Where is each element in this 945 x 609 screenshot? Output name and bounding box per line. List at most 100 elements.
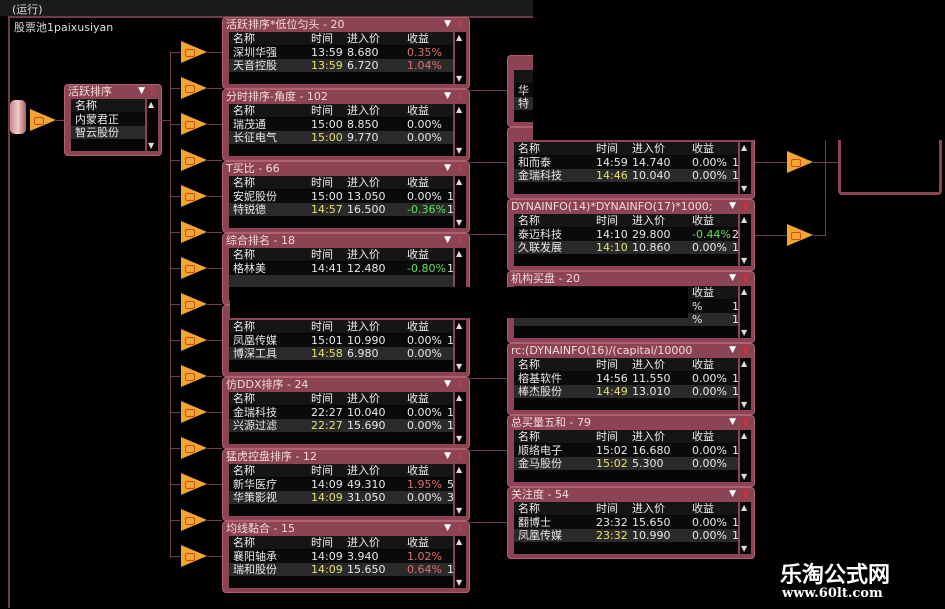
scroll-down-icon[interactable]: ▼ [741,544,748,553]
filter-node-icon[interactable] [181,149,207,171]
filter-node-icon[interactable] [181,437,207,459]
scroll-down-icon[interactable]: ▼ [148,141,155,150]
scrollbar[interactable]: ▲▼ [455,32,466,84]
scroll-up-icon[interactable]: ▲ [741,503,748,512]
filter-icon[interactable]: ▼ [444,451,451,461]
scroll-up-icon[interactable]: ▲ [741,215,748,224]
scroll-up-icon[interactable]: ▲ [456,465,463,474]
table-row[interactable]: 智云股份 [71,126,145,139]
filter-node-icon[interactable] [181,329,207,351]
scrollbar[interactable]: ▲▼ [740,214,751,266]
filter-icon[interactable]: ▼ [444,163,451,173]
table-row[interactable]: 内蒙君正 [71,113,145,126]
scroll-up-icon[interactable]: ▲ [456,33,463,42]
scrollbar[interactable]: ▲▼ [740,286,751,338]
filter-node-icon[interactable] [181,185,207,207]
export-arrow-icon[interactable]: ⇧ [455,450,465,463]
scroll-up-icon[interactable]: ▲ [456,393,463,402]
filter-node-icon[interactable] [181,509,207,531]
filter-node-icon[interactable] [181,113,207,135]
panel-box[interactable]: DYNAINFO(14)*DYNAINFO(17)*1000;▼⇧名称时间进入价… [507,199,755,271]
scroll-down-icon[interactable]: ▼ [456,434,463,443]
scrollbar[interactable]: ▲▼ [455,320,466,372]
filter-icon[interactable]: ▼ [729,489,736,499]
scroll-down-icon[interactable]: ▼ [456,146,463,155]
filter-icon[interactable]: ▼ [729,201,736,211]
filter-icon[interactable]: ▼ [138,86,145,96]
filter-icon[interactable]: ▼ [444,91,451,101]
scrollbar[interactable]: ▲▼ [455,176,466,228]
scroll-down-icon[interactable]: ▼ [741,472,748,481]
filter-node-icon[interactable] [181,41,207,63]
scroll-up-icon[interactable]: ▲ [456,105,463,114]
scroll-down-icon[interactable]: ▼ [456,362,463,371]
export-arrow-icon[interactable]: ⇧ [740,344,750,357]
filter-icon[interactable]: ▼ [444,523,451,533]
filter-icon[interactable]: ▼ [444,19,451,29]
scroll-up-icon[interactable]: ▲ [456,321,463,330]
scroll-up-icon[interactable]: ▲ [741,359,748,368]
export-arrow-icon[interactable]: ⇧ [455,522,465,535]
scroll-down-icon[interactable]: ▼ [456,578,463,587]
filter-node-icon[interactable] [787,151,813,173]
scroll-up-icon[interactable]: ▲ [741,287,748,296]
scrollbar[interactable]: ▲ [455,248,466,300]
export-arrow-icon[interactable]: ⇧ [740,200,750,213]
export-arrow-icon[interactable]: ⇧ [147,85,157,98]
scrollbar[interactable]: ▲▼ [455,104,466,156]
export-arrow-icon[interactable]: ⇧ [455,18,465,31]
filter-node-icon[interactable] [181,221,207,243]
output-box[interactable] [838,140,942,195]
filter-icon[interactable]: ▼ [729,417,736,427]
scroll-down-icon[interactable]: ▼ [741,400,748,409]
export-arrow-icon[interactable]: ⇧ [740,488,750,501]
filter-node-icon[interactable] [181,545,207,567]
filter-icon[interactable]: ▼ [444,379,451,389]
scroll-up-icon[interactable]: ▲ [456,249,463,258]
source-panel[interactable]: 活跃排序▼⇧名称内蒙君正智云股份▲▼ [64,84,162,156]
scroll-down-icon[interactable]: ▼ [741,184,748,193]
scroll-down-icon[interactable]: ▼ [741,328,748,337]
scrollbar[interactable]: ▲▼ [740,142,751,194]
scrollbar[interactable]: ▲▼ [147,99,158,151]
scrollbar[interactable]: ▲▼ [740,502,751,554]
export-arrow-icon[interactable]: ⇧ [455,234,465,247]
filter-icon[interactable]: ▼ [444,235,451,245]
scrollbar[interactable]: ▲▼ [455,536,466,588]
table-row[interactable] [229,275,453,288]
scrollbar[interactable]: ▲▼ [740,358,751,410]
filter-node-icon[interactable] [30,109,56,131]
export-arrow-icon[interactable]: ⇧ [740,272,750,285]
filter-node-icon[interactable] [181,293,207,315]
filter-node-icon[interactable] [181,365,207,387]
export-arrow-icon[interactable]: ⇧ [455,162,465,175]
scroll-up-icon[interactable]: ▲ [456,537,463,546]
filter-node-icon[interactable] [181,473,207,495]
